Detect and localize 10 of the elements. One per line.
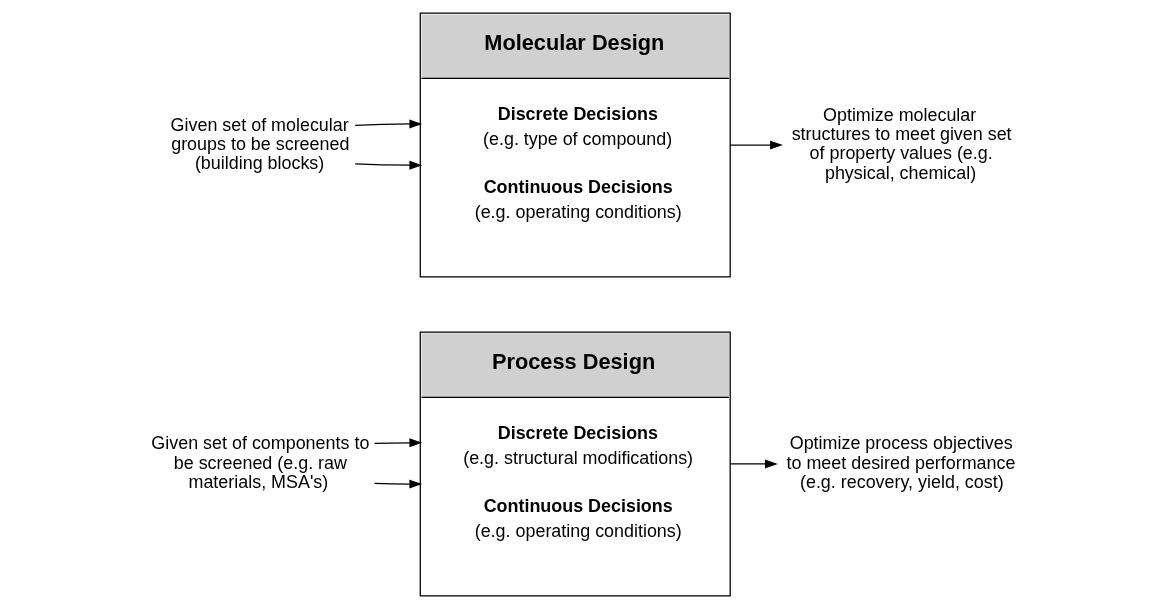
arrow: [729, 140, 783, 150]
arrow: [729, 459, 778, 469]
node-text: Optimize process objectives to meet desired performance (e.g. recovery, yield, cost): [786, 433, 1016, 492]
arrow: [373, 479, 423, 489]
arrow: [354, 119, 423, 129]
arrow: [354, 160, 423, 170]
node-text: Optimize molecular structures to meet given set of property values (e.g. physical, chemical): [791, 104, 1012, 183]
node-text: Given set of components to be screened (e.g. raw materials, MSA's): [151, 433, 370, 492]
arrow: [373, 438, 423, 448]
node-text: Given set of molecular groups to be screened (building blocks): [170, 114, 350, 174]
